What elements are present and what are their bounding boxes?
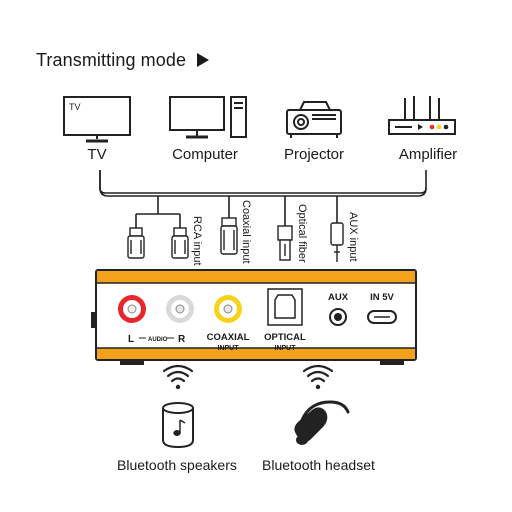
diagram-title: Transmitting mode (36, 50, 210, 71)
port-label-power: IN 5V (370, 292, 394, 303)
aux-input-label: AUX input (347, 212, 359, 262)
projector-icon (286, 101, 342, 138)
tv-label: TV (87, 146, 107, 163)
coaxial-port (214, 295, 242, 323)
rca-input-label: RCA input (191, 216, 203, 266)
title-text: Transmitting mode (36, 50, 187, 70)
coaxial-input-label: Coaxial input (240, 200, 252, 264)
wireless-signal-icon (162, 364, 194, 390)
wireless-signal-icon (302, 364, 334, 390)
rca-port-right (166, 295, 194, 323)
coaxial-plug (220, 217, 238, 255)
aux-port (329, 308, 347, 326)
optical-fiber-label: Optical fiber (296, 204, 308, 263)
rca-plug-left (127, 227, 145, 259)
headset-icon (294, 400, 350, 445)
music-note-icon (173, 419, 186, 436)
bluetooth-speakers-label: Bluetooth speakers (117, 457, 237, 473)
play-triangle-icon (197, 53, 210, 67)
tv-screen-text: TV (69, 102, 81, 112)
port-label-audio: AUDIO (148, 337, 168, 343)
transmitter-device (91, 269, 417, 365)
port-label-optical-input: INPUT (275, 345, 297, 352)
amplifier-icon (388, 96, 456, 135)
optical-plug (277, 225, 293, 261)
tv-icon (63, 96, 131, 143)
port-label-aux: AUX (328, 292, 349, 303)
port-label-coaxial: COAXIAL (207, 332, 250, 343)
rca-plug-right (171, 227, 189, 259)
computer-label: Computer (172, 146, 238, 163)
speaker-icon (162, 402, 194, 449)
connection-bus (99, 170, 427, 228)
aux-plug (330, 222, 344, 262)
projector-label: Projector (283, 146, 345, 163)
bluetooth-headset-label: Bluetooth headset (262, 457, 375, 473)
port-label-coaxial-input: INPUT (218, 345, 240, 352)
computer-icon (169, 96, 247, 139)
port-label-optical: OPTICAL (264, 332, 306, 343)
amplifier-label: Amplifier (398, 146, 458, 163)
port-label-r: R (178, 334, 186, 345)
rca-port-left (118, 295, 146, 323)
port-label-l: L (128, 334, 134, 345)
power-port (367, 310, 397, 324)
optical-port (267, 288, 303, 326)
